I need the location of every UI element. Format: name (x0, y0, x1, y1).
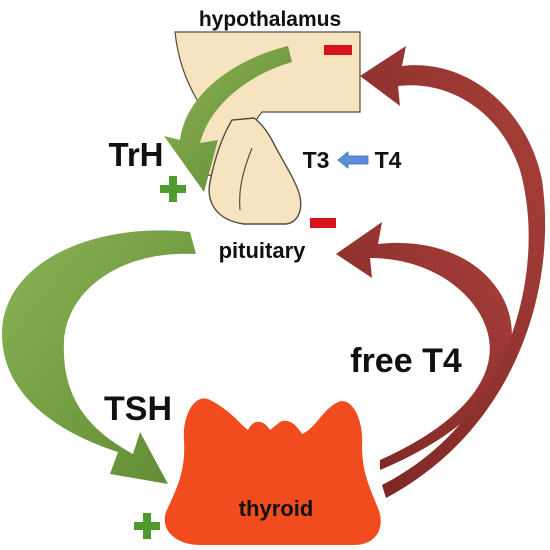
pituitary-lobe-divider (239, 147, 253, 211)
free-t4-label: free T4 (350, 342, 462, 380)
thyroid-label: thyroid (239, 496, 314, 521)
trh-plus-sign (160, 176, 186, 202)
tsh-label: TSH (104, 390, 172, 428)
trh-label: TrH (108, 136, 163, 173)
pituitary-gland (208, 117, 302, 225)
tsh-stimulation-arrow (1, 230, 197, 484)
hypothalamus-minus-sign (324, 45, 352, 55)
hypothalamus-label: hypothalamus (199, 8, 341, 31)
trh-stimulation-arrow (164, 46, 292, 192)
pituitary-minus-sign (310, 218, 336, 228)
thyroid-gland (164, 398, 381, 545)
t4-to-t3-conversion-arrow (337, 151, 369, 169)
pituitary-label: pituitary (219, 238, 307, 263)
t3-label: T3 (303, 147, 330, 173)
tsh-plus-sign (134, 513, 160, 539)
free-t4-hypothalamus-feedback-arrow (360, 46, 546, 498)
free-t4-pituitary-feedback-arrow (336, 222, 512, 470)
t4-label: T4 (375, 147, 402, 173)
